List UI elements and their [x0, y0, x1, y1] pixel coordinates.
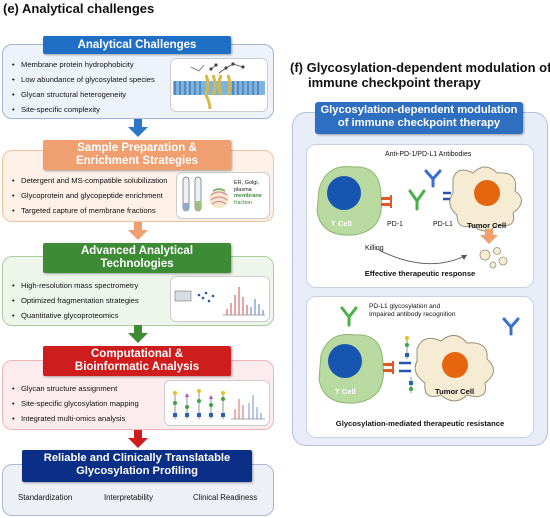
bullet-item: High-resolution mass spectrometry: [12, 278, 139, 293]
final-item-interpretability: Interpretability: [104, 493, 153, 502]
bullet-item: Quantitative glycoproteomics: [12, 308, 139, 323]
bullet-item: Detergent and MS-compatible solubilizati…: [12, 173, 167, 188]
fractionation-illustration: ER, Golgi, plasma membrane fraction: [176, 172, 270, 219]
immune-checkpoint-header: Glycosylation-dependent modulation of im…: [315, 102, 523, 134]
scenario-therapeutic-resistance: PD-L1 glycosylation and Impaired antibod…: [306, 296, 534, 438]
bullet-item: Site-specific complexity: [12, 102, 155, 117]
pdl1-label: PD-L1: [433, 221, 453, 228]
step-advanced-technologies-header: Advanced Analytical Technologies: [43, 243, 231, 273]
antibody-label: Anti-PD-1/PD-L1 Antibodies: [385, 151, 472, 158]
final-outcome-header: Reliable and Clinically Translatable Gly…: [22, 450, 252, 482]
bullet-item: Targeted capture of membrane fractions: [12, 203, 167, 218]
t-cell-label: T Cell: [331, 219, 352, 228]
tumor-cell-label: Tumor Cell: [435, 387, 475, 396]
scenario-effective-response: Anti-PD-1/PD-L1 Antibodies T Cell PD-1 P…: [306, 144, 534, 288]
killing-label: Killing: [365, 245, 384, 252]
final-item-standardization: Standardization: [18, 493, 73, 502]
membrane-protein-illustration: [170, 58, 268, 112]
scenario1-caption: Effective therapeutic response: [364, 269, 476, 278]
mass-spectrometry-illustration: [170, 276, 270, 322]
pd1-label: PD-1: [387, 221, 403, 228]
scenario2-caption: Glycosylation-mediated therapeutic resis…: [335, 419, 505, 428]
bullet-item: Low abundance of glycosylated species: [12, 72, 155, 87]
step-advanced-technologies-bullets: High-resolution mass spectrometry Optimi…: [12, 278, 139, 323]
fraction-label: plasma: [234, 186, 252, 193]
t-cell-label: T Cell: [335, 387, 356, 396]
tumor-cell-label: Tumor Cell: [467, 221, 507, 230]
glycosylation-note: PD-L1 glycosylation and Impaired antibod…: [369, 303, 456, 318]
step-analytical-challenges-bullets: Membrane protein hydrophobicity Low abun…: [12, 57, 155, 117]
bullet-item: Integrated multi-omics analysis: [12, 411, 139, 426]
bullet-item: Membrane protein hydrophobicity: [12, 57, 155, 72]
glycan-structures-illustration: [164, 380, 270, 426]
step-computational-bullets: Glycan structure assignment Site-specifi…: [12, 381, 139, 426]
fraction-label: membrane: [234, 193, 262, 199]
step-analytical-challenges-header: Analytical Challenges: [43, 36, 231, 54]
step-sample-preparation-header: Sample Preparation & Enrichment Strategi…: [43, 140, 231, 170]
bullet-item: Glycoprotein and glycopeptide enrichment: [12, 188, 167, 203]
panel-e-title: (e) Analytical challenges: [3, 1, 155, 16]
final-item-clinical-readiness: Clinical Readiness: [193, 493, 258, 502]
step-computational-header: Computational & Bioinformatic Analysis: [43, 346, 231, 376]
fraction-label: ER, Golgi,: [234, 180, 260, 186]
bullet-item: Site-specific glycosylation mapping: [12, 396, 139, 411]
fraction-label: fraction: [234, 199, 253, 206]
bullet-item: Glycan structure assignment: [12, 381, 139, 396]
panel-f-title: (f) Glycosylation-dependent modulation o…: [290, 60, 550, 90]
bullet-item: Glycan structural heterogeneity: [12, 87, 155, 102]
bullet-item: Optimized fragmentation strategies: [12, 293, 139, 308]
step-sample-preparation-bullets: Detergent and MS-compatible solubilizati…: [12, 173, 167, 218]
